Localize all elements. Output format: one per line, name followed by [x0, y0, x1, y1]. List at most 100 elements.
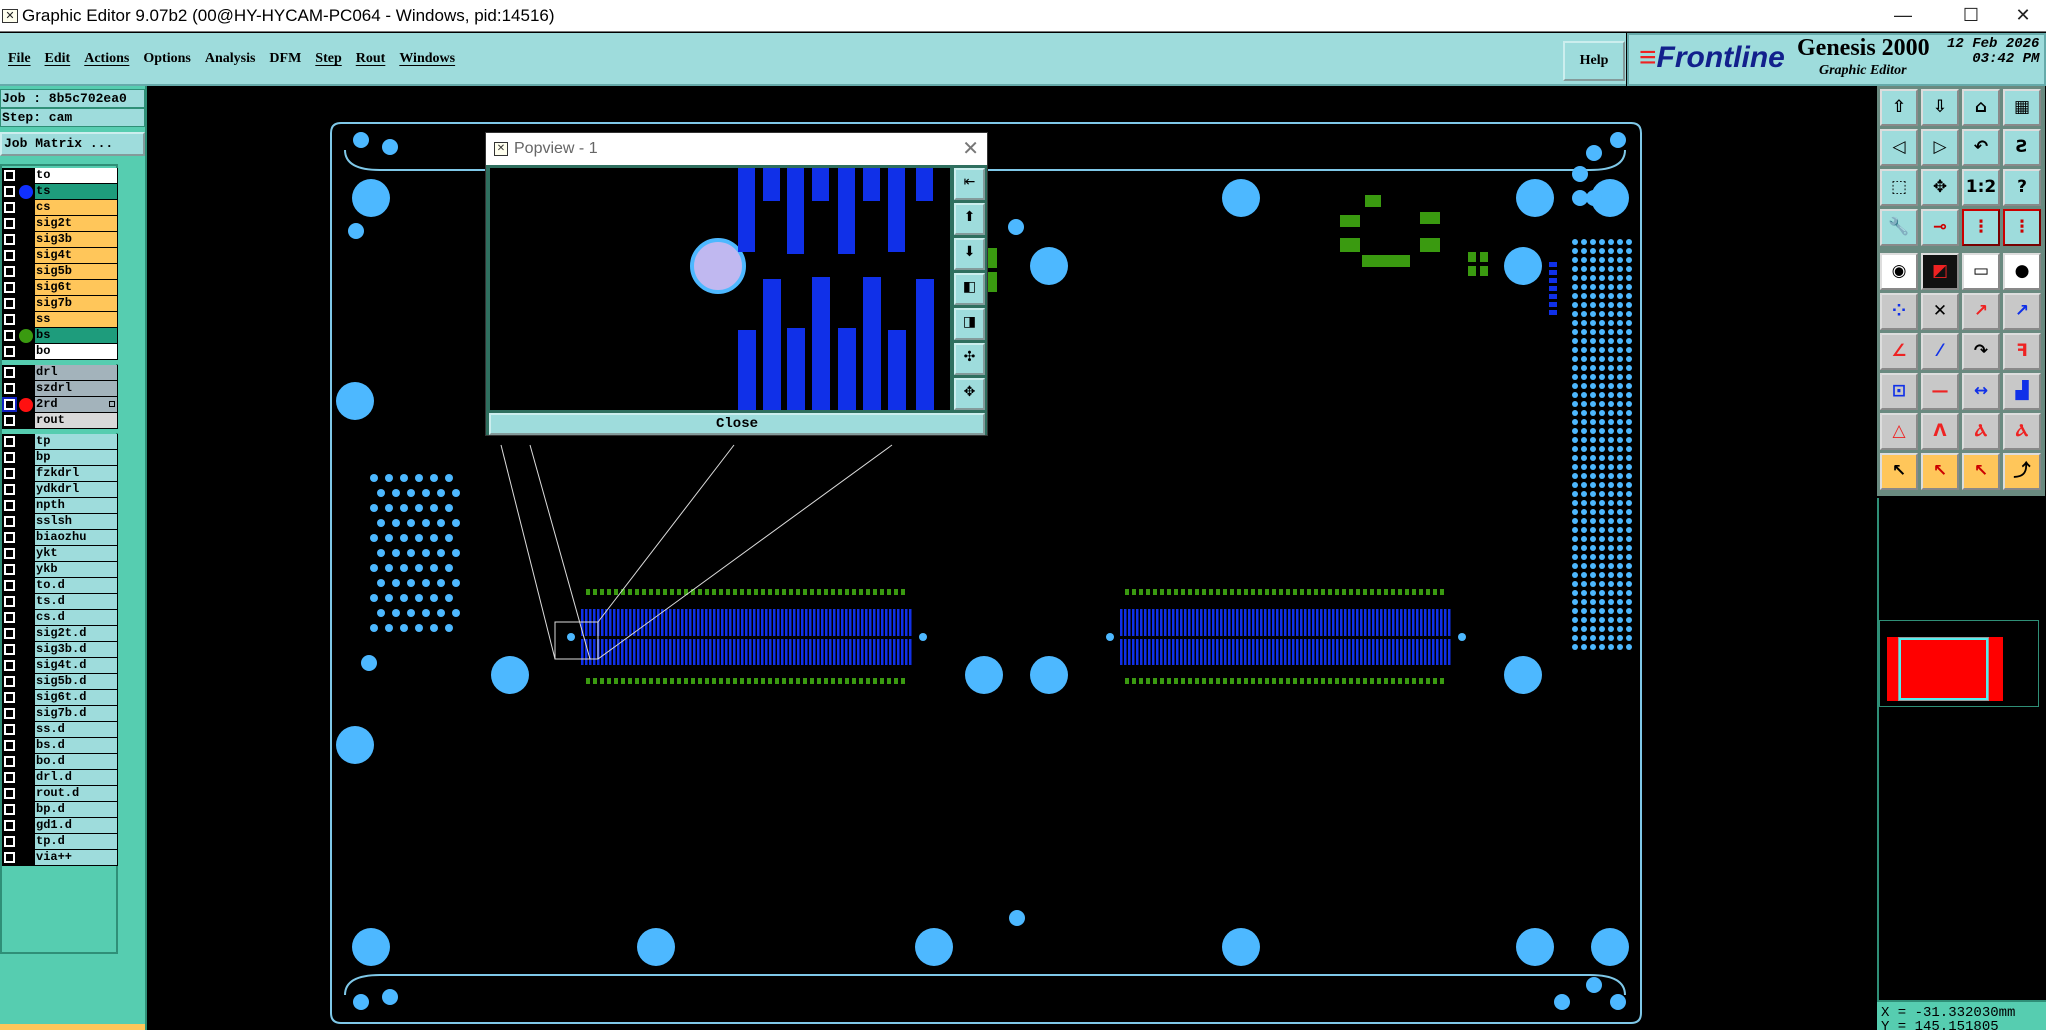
layer-row-szdrl[interactable]: szdrl — [2, 381, 118, 397]
layer-checkbox[interactable] — [4, 314, 15, 325]
layer-name[interactable]: drl.d — [35, 770, 117, 785]
line-icon[interactable]: — — [1921, 373, 1959, 410]
move-pad-icon[interactable]: ↗ — [2003, 293, 2041, 330]
layer-checkbox[interactable] — [4, 820, 15, 831]
layer-checkbox[interactable] — [4, 346, 15, 357]
layer-row-2rd[interactable]: 2rd — [2, 397, 118, 413]
zoom-home-icon[interactable]: ✣ — [954, 343, 985, 375]
layer-row-sig3b[interactable]: sig3b — [2, 232, 118, 248]
mirror-icon[interactable]: ꟻ — [2003, 333, 2041, 370]
layer-checkbox[interactable] — [4, 644, 15, 655]
layer-checkbox[interactable] — [4, 468, 15, 479]
layer-name[interactable]: drl — [35, 365, 117, 380]
layer-row-tp[interactable]: tp — [2, 434, 118, 450]
layer-name[interactable]: ykb — [35, 562, 117, 577]
settings-tools-icon[interactable]: 🔧 — [1880, 209, 1918, 246]
layer-name[interactable]: ydkdrl — [35, 482, 117, 497]
layer-name[interactable]: sig5b.d — [35, 674, 117, 689]
layer-row-bo[interactable]: bo — [2, 344, 118, 360]
layer-checkbox[interactable] — [4, 516, 15, 527]
layer-checkbox[interactable] — [4, 367, 15, 378]
layer-name[interactable]: sig7b.d — [35, 706, 117, 721]
pan-left-icon[interactable]: ◧ — [954, 273, 985, 305]
layer-row-sig4t.d[interactable]: sig4t.d — [2, 658, 118, 674]
layer-row-ydkdrl[interactable]: ydkdrl — [2, 482, 118, 498]
layer-name[interactable]: to.d — [35, 578, 117, 593]
fit-icon[interactable]: ⬚ — [1880, 169, 1918, 206]
select-box-icon[interactable]: ↖ — [1921, 453, 1959, 490]
layer-checkbox[interactable] — [4, 756, 15, 767]
layer-name[interactable]: tp — [35, 434, 117, 449]
layer-row-sslsh[interactable]: sslsh — [2, 514, 118, 530]
overview-panel[interactable] — [1877, 498, 2043, 1000]
arch-cut-icon[interactable]: Ⲁ — [2003, 413, 2041, 450]
arch-icon[interactable]: Ⲁ — [1962, 413, 2000, 450]
layer-checkbox[interactable] — [4, 676, 15, 687]
layer-checkbox[interactable] — [4, 580, 15, 591]
layer-row-ss.d[interactable]: ss.d — [2, 722, 118, 738]
layer-name[interactable]: sslsh — [35, 514, 117, 529]
menu-file[interactable]: File — [8, 50, 31, 66]
layer-name[interactable]: sig2t — [35, 216, 117, 231]
layer-row-biaozhu[interactable]: biaozhu — [2, 530, 118, 546]
angle-line-icon[interactable]: ∠ — [1880, 333, 1918, 370]
select-poly-icon[interactable]: ↖ — [1962, 453, 2000, 490]
pan-icon[interactable]: ✥ — [954, 378, 985, 410]
layer-name[interactable]: ss.d — [35, 722, 117, 737]
layer-checkbox[interactable] — [4, 564, 15, 575]
layer-name[interactable]: ss — [35, 312, 117, 327]
layer-name[interactable]: tp.d — [35, 834, 117, 849]
layer-name[interactable]: bp — [35, 450, 117, 465]
layer-name[interactable]: npth — [35, 498, 117, 513]
layer-name[interactable]: bs — [35, 328, 117, 343]
layer-row-sig5b[interactable]: sig5b — [2, 264, 118, 280]
select-icon[interactable]: ↖ — [1880, 453, 1918, 490]
layer-name[interactable]: cs — [35, 200, 117, 215]
layer-row-sig7b.d[interactable]: sig7b.d — [2, 706, 118, 722]
layer-name[interactable]: via++ — [35, 850, 117, 865]
menu-rout[interactable]: Rout — [355, 50, 386, 66]
layer-row-ts[interactable]: ts — [2, 184, 118, 200]
measure-point-icon[interactable]: ⊸ — [1921, 209, 1959, 246]
layer-row-drl[interactable]: drl — [2, 365, 118, 381]
zoom-in-icon[interactable]: ⇧ — [1880, 89, 1918, 126]
layer-name[interactable]: fzkdrl — [35, 466, 117, 481]
layer-checkbox[interactable] — [4, 804, 15, 815]
zoom-in-icon[interactable]: ⬆ — [954, 203, 985, 235]
layer-row-sig3b.d[interactable]: sig3b.d — [2, 642, 118, 658]
layer-name[interactable]: to — [35, 168, 117, 183]
overview-view-box[interactable] — [1898, 637, 1989, 701]
arc-icon[interactable]: ↷ — [1962, 333, 2000, 370]
menu-step[interactable]: Step — [315, 50, 342, 66]
zoom-back-icon[interactable]: ⇤ — [954, 168, 985, 200]
layer-checkbox[interactable] — [4, 170, 15, 181]
layer-row-bs.d[interactable]: bs.d — [2, 738, 118, 754]
grid-xy-icon[interactable]: ▦ — [2003, 89, 2041, 126]
layer-row-sig2t.d[interactable]: sig2t.d — [2, 626, 118, 642]
layer-checkbox[interactable] — [4, 660, 15, 671]
connect-icon[interactable]: ⁘ — [1880, 293, 1918, 330]
layer-name[interactable]: sig4t — [35, 248, 117, 263]
layer-name[interactable]: sig3b — [35, 232, 117, 247]
layer-checkbox[interactable] — [4, 852, 15, 863]
scale-1-2-icon[interactable]: 1:2 — [1962, 169, 2000, 206]
layer-row-cs.d[interactable]: cs.d — [2, 610, 118, 626]
undo-view-icon[interactable]: ↶ — [1962, 129, 2000, 166]
layer-checkbox[interactable] — [4, 186, 15, 197]
zoom-out-icon[interactable]: ⬇ — [954, 238, 985, 270]
layer-name[interactable]: rout.d — [35, 786, 117, 801]
line-dir-icon[interactable]: ⁄ — [1921, 333, 1959, 370]
layer-checkbox[interactable] — [4, 836, 15, 847]
layer-row-npth[interactable]: npth — [2, 498, 118, 514]
move-point-icon[interactable]: ↗ — [1962, 293, 2000, 330]
layer-checkbox[interactable] — [4, 282, 15, 293]
netlist-bottom-icon[interactable]: ⋮ — [2003, 209, 2041, 246]
layer-row-to[interactable]: to — [2, 168, 118, 184]
close-window-button[interactable]: ✕ — [2015, 5, 2031, 25]
maximize-button[interactable]: ☐ — [1962, 5, 1980, 25]
layer-name[interactable]: 2rd — [35, 397, 117, 412]
layer-row-gd1.d[interactable]: gd1.d — [2, 818, 118, 834]
layer-row-fzkdrl[interactable]: fzkdrl — [2, 466, 118, 482]
layer-name[interactable]: gd1.d — [35, 818, 117, 833]
layer-row-sig2t[interactable]: sig2t — [2, 216, 118, 232]
